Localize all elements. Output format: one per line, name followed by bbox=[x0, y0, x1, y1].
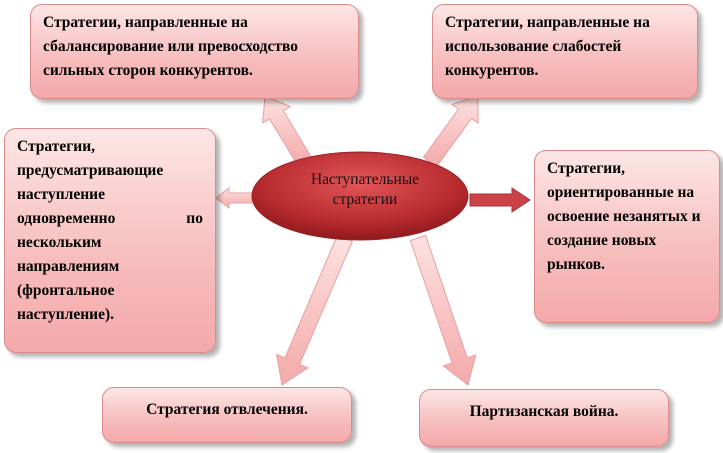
box-left-text: Стратегии, предусматривающие наступление… bbox=[17, 138, 203, 323]
box-left: Стратегии, предусматривающие наступление… bbox=[4, 128, 216, 353]
box-top-left: Стратегии, направленные на сбалансирован… bbox=[30, 4, 359, 99]
box-bottom-right-text: Партизанская война. bbox=[469, 403, 619, 420]
center-ellipse bbox=[251, 151, 469, 241]
box-right: Стратегии, ориентированные на освоение н… bbox=[534, 150, 720, 323]
box-top-right-text: Стратегии, направленные на использование… bbox=[445, 14, 650, 79]
arrow-to-bottom-right bbox=[409, 234, 477, 386]
box-bottom-right: Партизанская война. bbox=[419, 389, 669, 447]
arrow-to-bottom-left bbox=[275, 234, 354, 386]
arrow-to-top-right bbox=[422, 95, 479, 168]
arrow-layer bbox=[215, 95, 531, 386]
arrow-to-left bbox=[215, 186, 255, 210]
box-bottom-left-text: Стратегия отвлечения. bbox=[146, 401, 308, 418]
arrow-to-right bbox=[469, 187, 531, 213]
center-label: Наступательные стратегии bbox=[310, 171, 420, 208]
box-top-left-text: Стратегии, направленные на сбалансирован… bbox=[43, 14, 298, 79]
arrow-to-top-left bbox=[262, 95, 313, 167]
box-bottom-left: Стратегия отвлечения. bbox=[102, 387, 352, 443]
box-right-text: Стратегии, ориентированные на освоение н… bbox=[547, 160, 701, 273]
box-top-right: Стратегии, направленные на использование… bbox=[432, 4, 698, 99]
